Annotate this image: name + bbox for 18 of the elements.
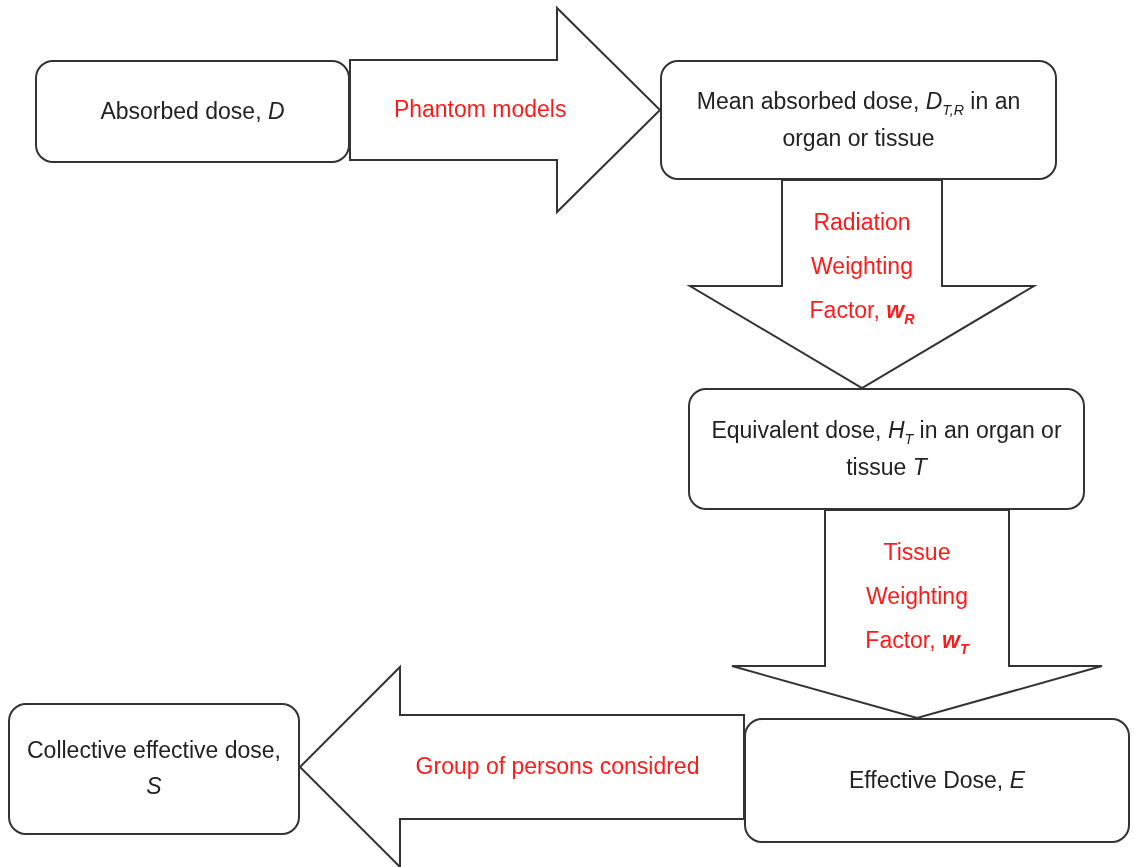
- edge-label: Radiation Weighting Factor, w$_{R}$: [808, 208, 916, 329]
- process-box: [744, 718, 1130, 843]
- process-box: [35, 60, 350, 163]
- block-arrow: [686, 179, 1038, 389]
- process-box: [8, 703, 300, 835]
- node-text: Effective Dose, E: [849, 765, 1025, 795]
- block-arrow: [349, 5, 661, 215]
- node-text: Equivalent dose, H$_{T}$ in an organ or tissue T: [710, 415, 1063, 482]
- node-text: Mean absorbed dose, D$_{T,R}$ in an organ or tissue: [695, 86, 1022, 153]
- edge-label: Tissue Weighting Factor, w$_{T}$: [864, 538, 971, 659]
- node-text: Collective effective dose, S: [26, 736, 282, 801]
- block-arrow: [299, 664, 745, 867]
- block-arrow: [731, 509, 1103, 719]
- process-box: [660, 60, 1057, 180]
- process-box: [688, 388, 1085, 510]
- node-text: Absorbed dose, D: [100, 96, 285, 126]
- edge-label: Phantom models: [392, 95, 568, 125]
- edge-label: Group of persons considred: [414, 752, 701, 782]
